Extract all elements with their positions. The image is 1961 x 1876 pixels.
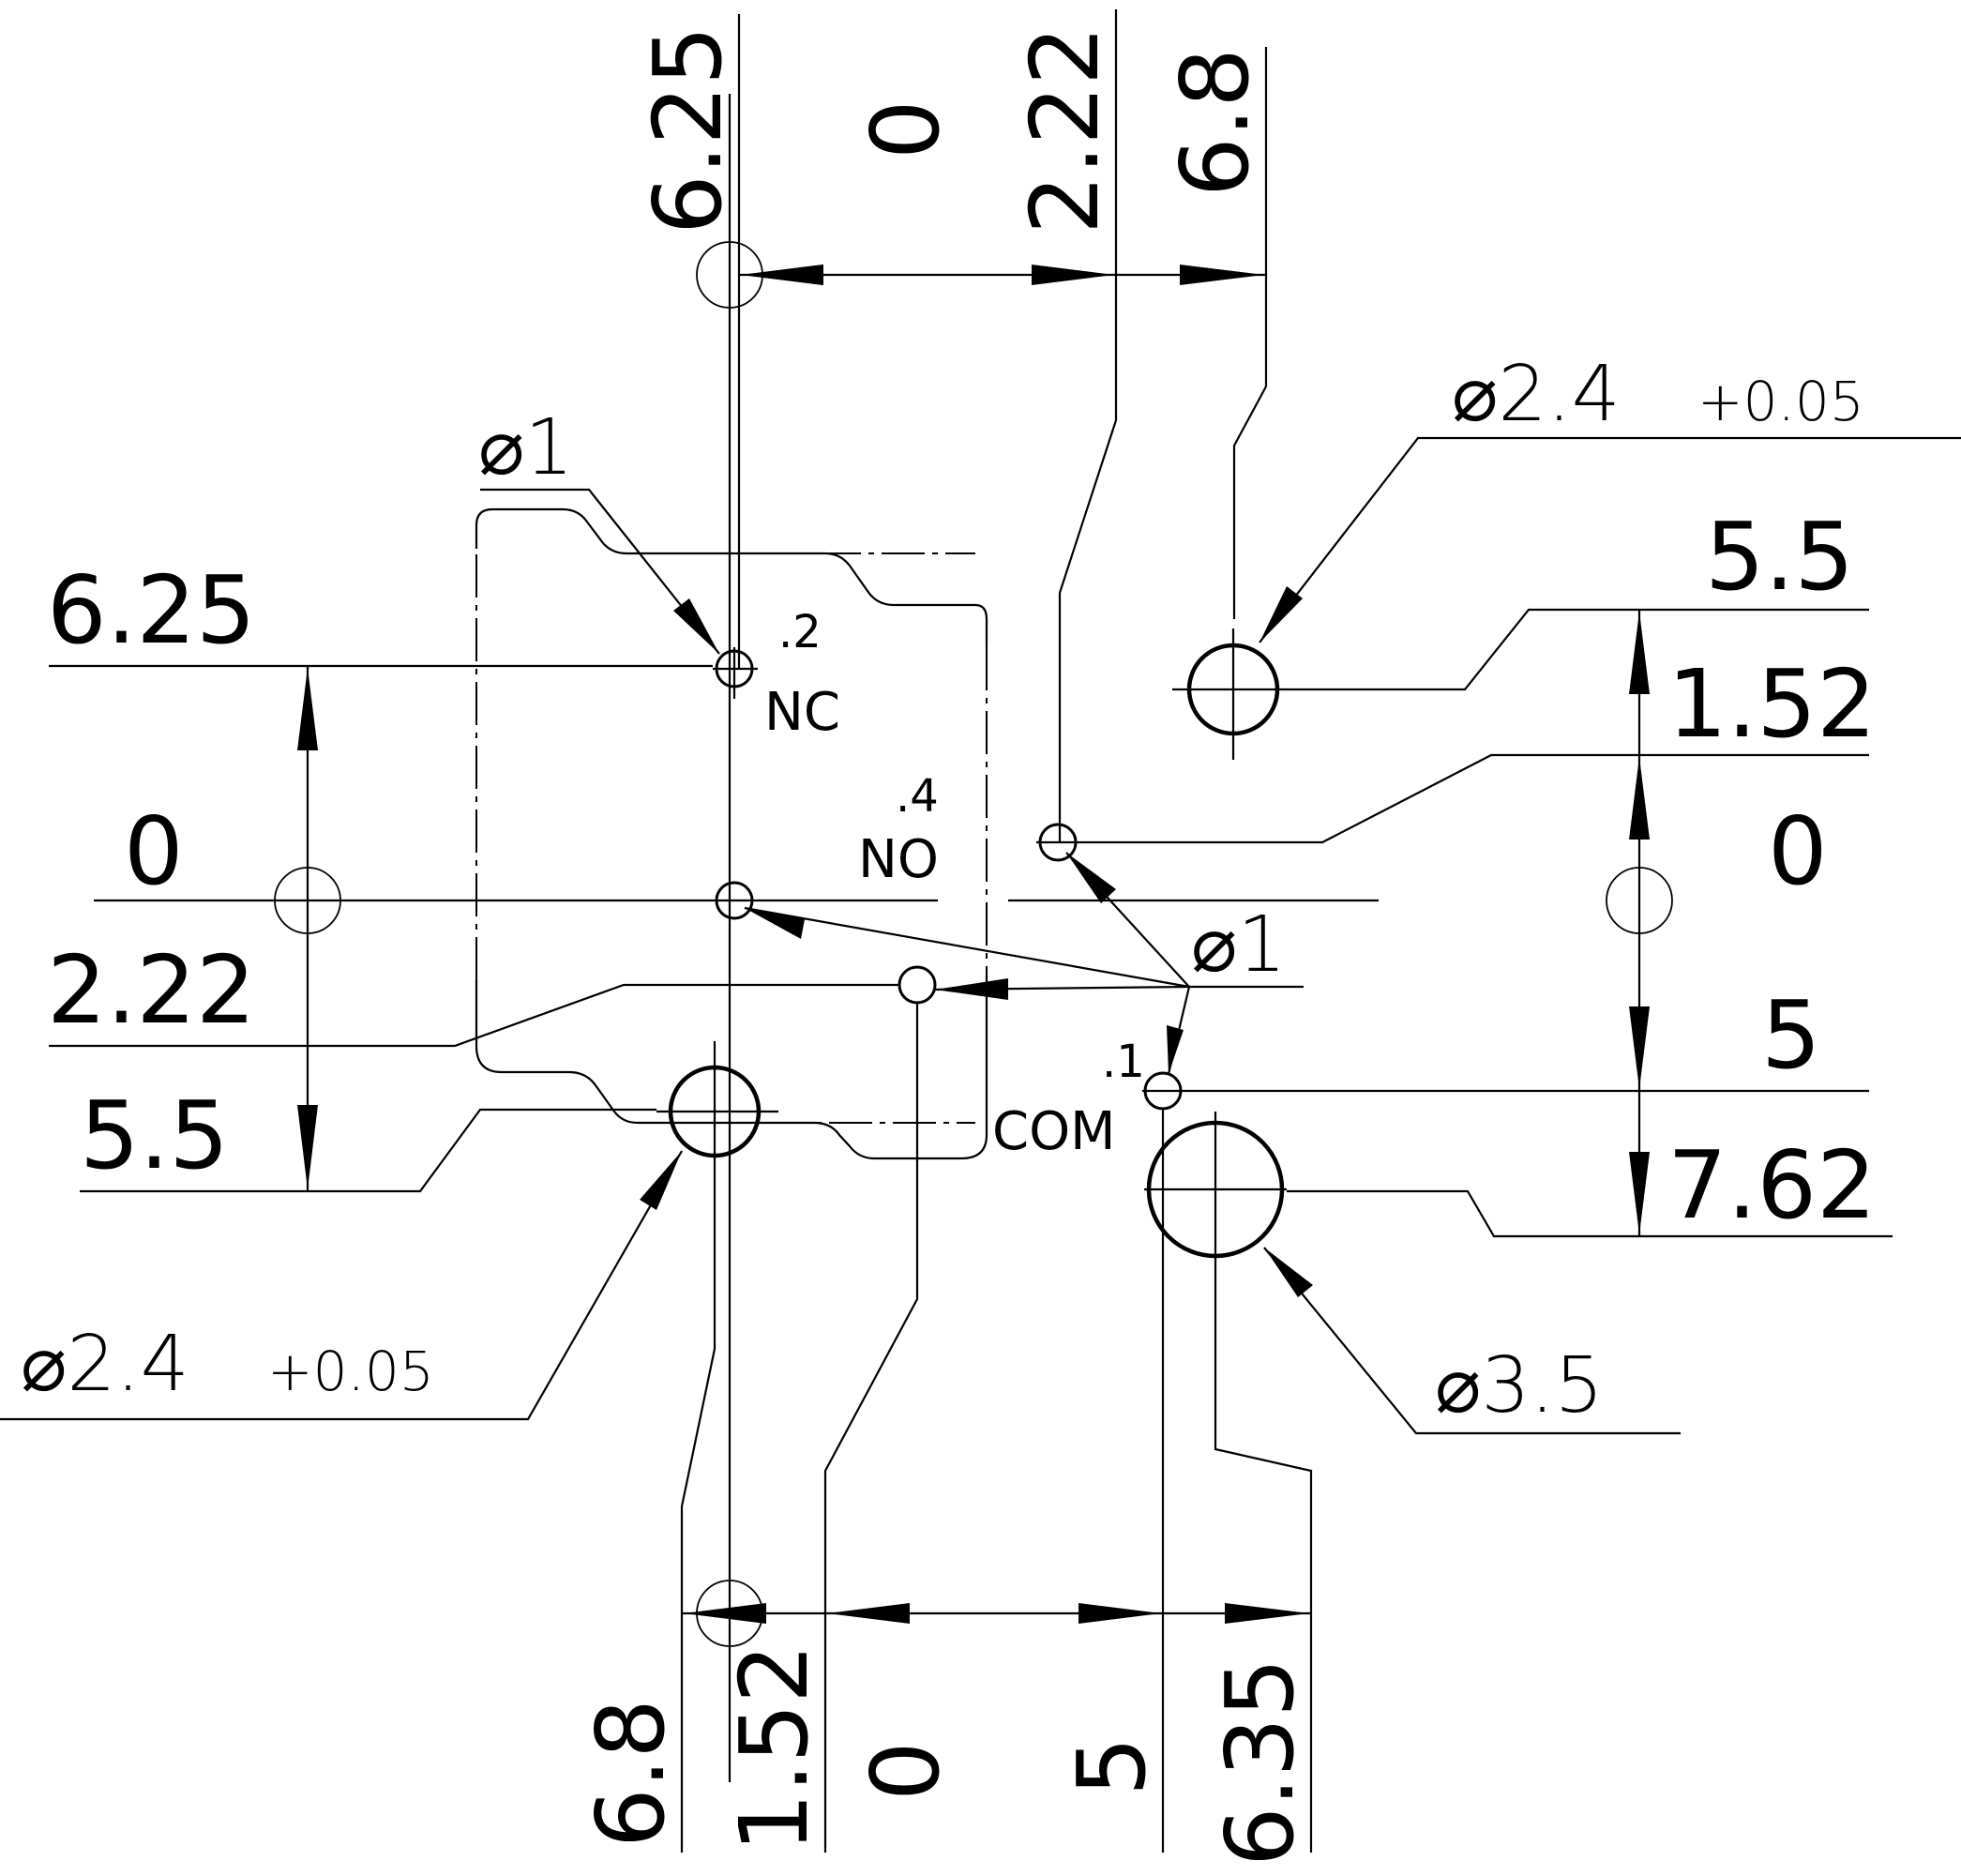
pin-no-label: NO	[858, 829, 939, 890]
dim-bottom-5: 5	[1057, 1736, 1167, 1796]
dim-bottom-1-52: 1.52	[719, 1643, 829, 1853]
pin-nc-label: NC	[764, 682, 840, 743]
dim-right-1-52: 1.52	[1667, 649, 1877, 759]
callout-mount-hole-bl: ⌀2.4	[21, 1320, 189, 1409]
bottom-dimensions	[680, 1004, 1313, 1853]
centerlines	[94, 94, 1379, 1782]
dim-top-6-25: 6.25	[633, 25, 743, 234]
callout-com-mount-hole: ⌀3.5	[1435, 1341, 1604, 1430]
component-outline	[475, 507, 988, 1160]
hole-datum-origin	[715, 881, 754, 920]
dim-top-6-8: 6.8	[1160, 48, 1270, 197]
dim-bottom-6-35: 6.35	[1205, 1657, 1315, 1867]
dim-left-2-22: 2.22	[47, 935, 256, 1045]
pin-nc-number: .2	[778, 606, 822, 658]
callout-pin-holes: ⌀1	[1191, 900, 1287, 990]
pin-no-number: .4	[896, 770, 939, 823]
callout-nc-hole: ⌀1	[478, 403, 574, 492]
dim-right-0: 0	[1768, 796, 1828, 906]
dim-left-0: 0	[124, 796, 184, 906]
callout-mount-hole-tr: ⌀2.4	[1452, 350, 1621, 439]
left-dimensions	[49, 664, 898, 1193]
right-dimensions	[1079, 608, 1893, 1238]
dim-top-2-22: 2.22	[1010, 25, 1120, 234]
pin-com-label: COM	[992, 1101, 1116, 1162]
dim-right-5: 5	[1761, 980, 1821, 1090]
hole-pin-left-lower	[898, 965, 937, 1005]
callout-mount-hole-tr-tol: +0.05	[1697, 370, 1864, 433]
dim-top-0: 0	[851, 99, 960, 159]
dim-bottom-6-8: 6.8	[576, 1699, 686, 1848]
top-dimensions	[737, 9, 1268, 842]
dim-left-5-5: 5.5	[80, 1081, 229, 1190]
dim-right-5-5: 5.5	[1705, 502, 1854, 612]
pin-com-number: .1	[1102, 1036, 1145, 1088]
callout-mount-hole-bl-tol: +0.05	[267, 1339, 434, 1403]
callout-leaders	[0, 436, 1961, 1435]
dim-bottom-0: 0	[851, 1741, 960, 1801]
dim-left-6-25: 6.25	[47, 555, 256, 665]
hole-crosshairs	[656, 628, 1292, 1266]
dim-right-7-62: 7.62	[1667, 1130, 1877, 1240]
